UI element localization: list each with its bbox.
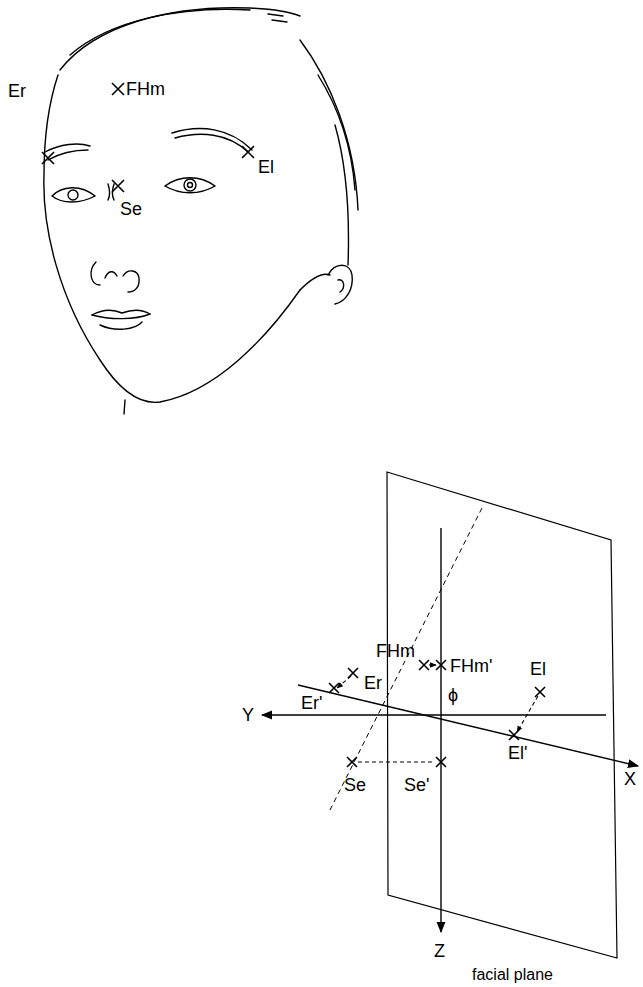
axis-label: X [624, 770, 636, 788]
axis-label: Z [434, 942, 445, 960]
landmark-label: FHm' [450, 657, 492, 675]
plane-crosses [329, 660, 545, 767]
landmark-label: Er [364, 674, 382, 692]
landmark-crosses [42, 83, 254, 192]
origin-label: ϕ [448, 686, 458, 704]
caption-label: facial plane [472, 967, 553, 983]
projection-arrows [337, 665, 538, 762]
landmark-label: FHm [376, 642, 415, 660]
axis-label: Y [242, 706, 254, 724]
face-drawing [44, 8, 358, 414]
landmark-label: FHm [126, 80, 165, 98]
landmark-label: El' [508, 744, 527, 762]
landmark-label: Se [120, 200, 142, 218]
landmark-label: El [530, 660, 546, 678]
landmark-label: El [258, 158, 274, 176]
landmark-label: Er' [301, 694, 322, 712]
landmark-label: Er [8, 82, 26, 100]
axes [262, 508, 638, 932]
landmark-label: Se [344, 776, 366, 794]
landmark-label: Se' [404, 776, 429, 794]
